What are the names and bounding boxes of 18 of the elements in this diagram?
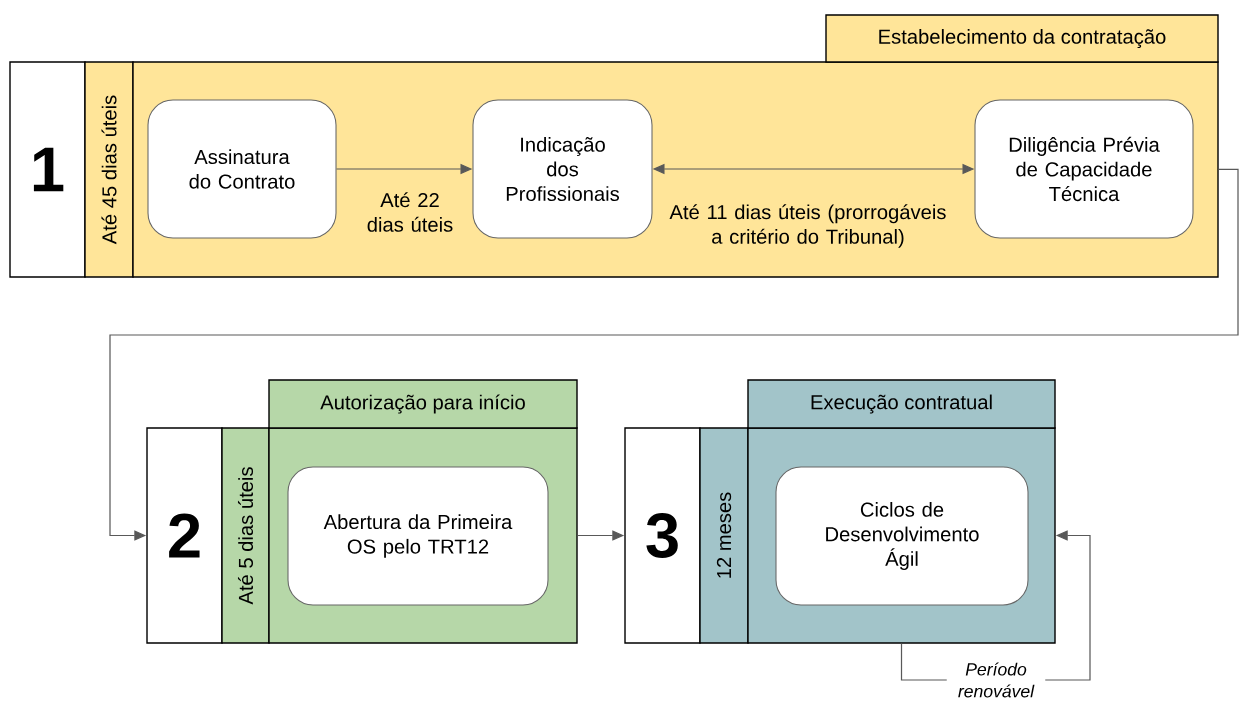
node-label: Autorização para início: [320, 394, 525, 414]
edge-label: Até 22 dias úteis: [367, 192, 453, 232]
step-number-box: 2: [146, 427, 223, 644]
process-box: Indicação dos Profissionais: [472, 99, 653, 239]
edge-label: Até 11 dias úteis (prorrogáveis a critério do Tribunal): [669, 204, 946, 248]
process-box: Abertura da Primeira OS pelo TRT12: [287, 466, 549, 606]
step-number-box: 1: [9, 61, 86, 278]
node-label: Execução contratual: [811, 394, 992, 414]
duration-band: 12 meses: [699, 427, 749, 644]
process-box: Ciclos de Desenvolvimento Ágil: [775, 466, 1029, 606]
duration-band: Até 45 dias úteis: [84, 61, 134, 278]
node-label: Estabelecimento da contratação: [879, 29, 1166, 48]
arrow: [109, 168, 1239, 541]
edge-label: Período renovável: [946, 660, 1046, 700]
step-number-box: 3: [624, 427, 701, 644]
process-box: Diligência Prévia de Capacidade Técnica: [974, 99, 1194, 239]
duration-band: Até 5 dias úteis: [221, 427, 270, 644]
process-box: Assinatura do Contrato: [147, 99, 337, 239]
